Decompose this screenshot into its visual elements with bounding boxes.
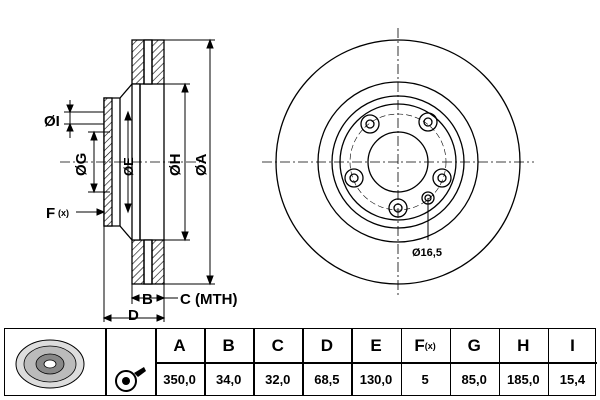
spec-value-c: 32,0 [265,371,291,387]
bolt-hole [432,168,452,188]
bolt-holes [344,112,452,218]
spec-header-label: C [271,335,284,355]
spec-header-label: H [517,335,530,355]
spec-header-label: G [467,335,481,355]
spec-value-f: 5 [421,371,429,387]
spec-header-suffix: (x) [424,340,436,351]
spec-header-h: H [499,329,548,362]
spec-header-label: A [173,335,186,355]
spec-table: A 350,0 B 34,0 C 32,0 D 68,5 E 130,0 F(x) 5 G 85,0 H 18… [4,328,597,396]
brake-disc-technical-drawing: ØI ØG ØE ØH ØA F (x) B C (MTH) D Ø16,5 [44,28,534,322]
spec-value-d: 68,5 [314,371,340,387]
disc-thumbnail-icon [15,339,85,388]
label-bolt-hole-diameter: Ø16,5 [412,247,442,259]
spec-value-b: 34,0 [216,371,242,387]
spec-header-d: D [302,329,351,362]
spec-header-label: B [222,335,235,355]
spec-header-label: F [414,335,425,355]
disc-thumbnail-cell [5,329,105,394]
bolt-hole [360,114,380,134]
front-view [262,28,534,296]
spec-header-e: E [351,329,400,362]
label-thickness-c: C (MTH) [180,291,237,308]
spec-value-i: 15,4 [559,371,586,387]
label-diameter-h: ØH [167,154,184,177]
spec-header-c: C [253,329,302,362]
bolt-hole [344,168,364,188]
spec-header-label: D [320,335,334,355]
label-offset-f-suffix: (x) [58,208,69,218]
label-diameter-e: ØE [121,157,136,176]
spec-header-f: F(x) [401,329,450,362]
label-diameter-g: ØG [73,153,90,176]
label-thickness-b: B [142,291,153,308]
spec-header-label: E [370,335,382,355]
dimension-lines [64,38,215,322]
bolt-hole [418,112,438,132]
spec-header-label: I [570,335,575,355]
spec-header-g: G [450,329,499,362]
label-height-d: D [128,307,139,322]
label-offset-f: F [46,205,55,222]
spec-value-g: 85,0 [461,371,487,387]
wear-sensor-icon [115,366,146,392]
spec-header-a: A [155,329,204,362]
label-diameter-i: ØI [44,113,60,130]
label-diameter-a: ØA [193,153,210,176]
spec-value-a: 350,0 [163,371,196,387]
wear-icon-cell [105,362,155,395]
spec-value-e: 130,0 [359,371,393,387]
bolt-hole [388,198,408,218]
side-section-view [60,39,200,285]
spec-header-i: I [548,329,597,362]
spec-header-b: B [204,329,253,362]
spec-value-h: 185,0 [507,371,540,387]
